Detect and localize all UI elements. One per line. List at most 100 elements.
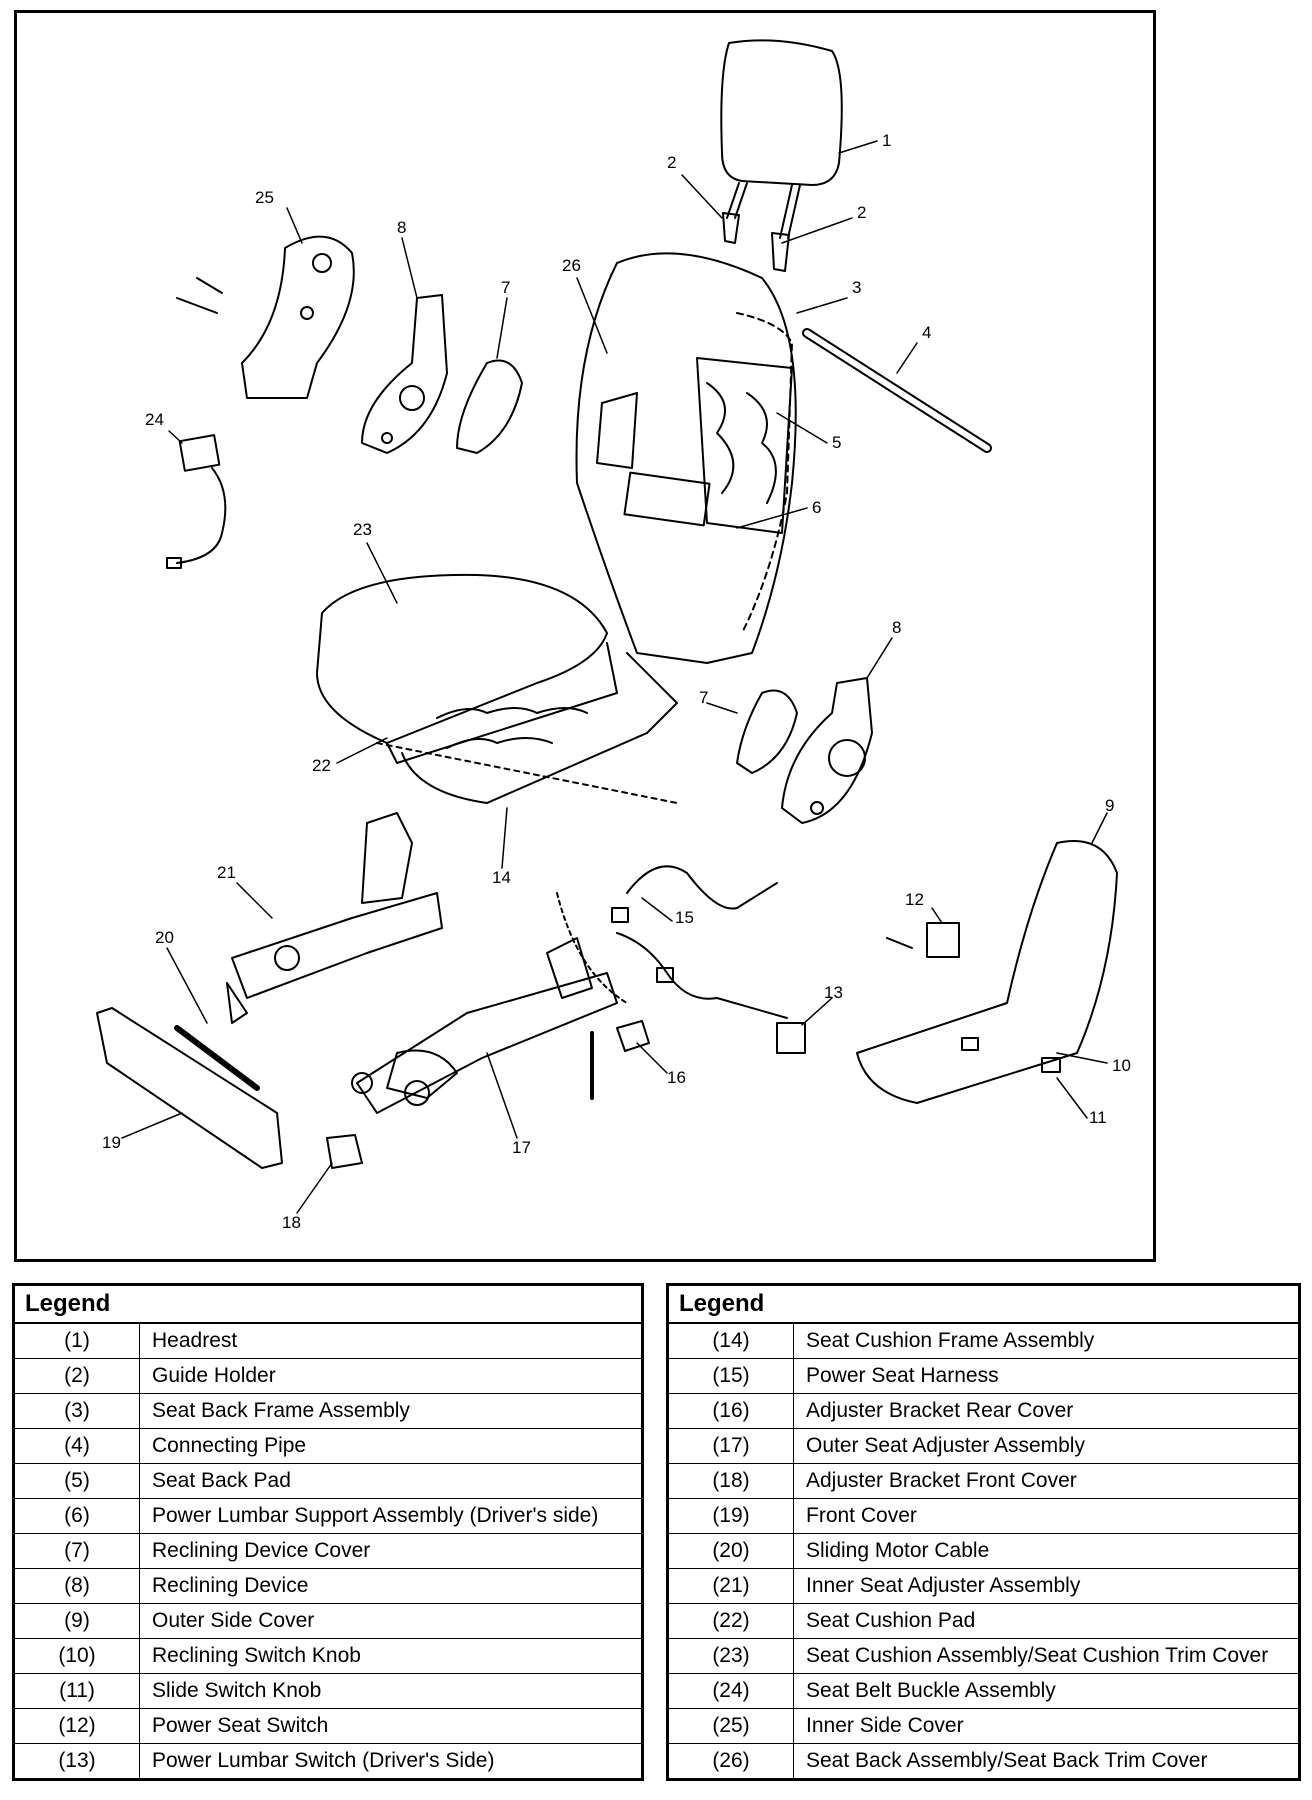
legend-row: (9)Outer Side Cover bbox=[15, 1602, 641, 1638]
legend-number: (8) bbox=[15, 1567, 140, 1603]
legend-label: Seat Back Frame Assembly bbox=[139, 1392, 641, 1428]
legend-label: Guide Holder bbox=[139, 1357, 641, 1393]
legend-title: Legend bbox=[669, 1286, 1298, 1324]
legend-row: (23)Seat Cushion Assembly/Seat Cushion T… bbox=[669, 1637, 1298, 1673]
legend-number: (26) bbox=[669, 1742, 794, 1778]
callout-label: 23 bbox=[353, 520, 372, 539]
legend-label: Seat Cushion Assembly/Seat Cushion Trim … bbox=[793, 1637, 1298, 1673]
outer-side-cover-part bbox=[856, 840, 1118, 1104]
callout-label: 12 bbox=[905, 890, 924, 909]
legend-number: (16) bbox=[669, 1392, 794, 1428]
legend-label: Inner Side Cover bbox=[793, 1707, 1298, 1743]
seat-back-part bbox=[575, 252, 992, 664]
legend-row: (25)Inner Side Cover bbox=[669, 1707, 1298, 1743]
callout-label: 15 bbox=[675, 908, 694, 927]
legend-number: (23) bbox=[669, 1637, 794, 1673]
legend-number: (25) bbox=[669, 1707, 794, 1743]
callout-label: 21 bbox=[217, 863, 236, 882]
legend-number: (2) bbox=[15, 1357, 140, 1393]
legend-row: (22)Seat Cushion Pad bbox=[669, 1602, 1298, 1638]
inner-side-cover-part bbox=[176, 235, 355, 399]
legend-number: (18) bbox=[669, 1462, 794, 1498]
legend-number: (17) bbox=[669, 1427, 794, 1463]
legend-table-right: Legend (14)Seat Cushion Frame Assembly (… bbox=[666, 1283, 1301, 1781]
legend-number: (5) bbox=[15, 1462, 140, 1498]
legend-label: Power Seat Switch bbox=[139, 1707, 641, 1743]
legend-row: (5)Seat Back Pad bbox=[15, 1462, 641, 1498]
callout-label: 16 bbox=[667, 1068, 686, 1087]
seat-belt-buckle-part bbox=[166, 434, 227, 569]
legend-table-left: Legend (1)Headrest (2)Guide Holder (3)Se… bbox=[12, 1283, 644, 1781]
rear-bracket-cover-part bbox=[616, 1020, 650, 1052]
legend-label: Outer Side Cover bbox=[139, 1602, 641, 1638]
callout-label: 14 bbox=[492, 868, 511, 887]
legend-label: Reclining Switch Knob bbox=[139, 1637, 641, 1673]
legend-label: Power Lumbar Switch (Driver's Side) bbox=[139, 1742, 641, 1778]
legend-number: (1) bbox=[15, 1322, 140, 1358]
legend-number: (24) bbox=[669, 1672, 794, 1708]
callout-label: 3 bbox=[852, 278, 861, 297]
callout-label: 5 bbox=[832, 433, 841, 452]
legend-label: Reclining Device bbox=[139, 1567, 641, 1603]
reclining-cover-upper-part bbox=[456, 359, 523, 454]
legend-label: Seat Back Pad bbox=[139, 1462, 641, 1498]
callout-label: 8 bbox=[892, 618, 901, 637]
callout-label: 1 bbox=[882, 131, 891, 150]
legend-label: Slide Switch Knob bbox=[139, 1672, 641, 1708]
power-seat-switch-part bbox=[886, 922, 960, 958]
callout-label: 26 bbox=[562, 256, 581, 275]
legend-number: (20) bbox=[669, 1532, 794, 1568]
callout-label: 22 bbox=[312, 756, 331, 775]
callout-label: 8 bbox=[397, 218, 406, 237]
legend-row: (4)Connecting Pipe bbox=[15, 1427, 641, 1463]
legend-number: (22) bbox=[669, 1602, 794, 1638]
legend-number: (12) bbox=[15, 1707, 140, 1743]
legend-number: (10) bbox=[15, 1637, 140, 1673]
front-bracket-cover-part bbox=[326, 1134, 363, 1169]
callout-label: 7 bbox=[699, 688, 708, 707]
power-lumbar-switch-part bbox=[776, 1022, 806, 1054]
seat-drawing: 1 2 2 3 4 5 6 7 8 25 24 26 23 22 14 21 2… bbox=[96, 39, 1131, 1232]
legend-row: (14)Seat Cushion Frame Assembly bbox=[669, 1322, 1298, 1358]
callout-label: 18 bbox=[282, 1213, 301, 1232]
legend-number: (15) bbox=[669, 1357, 794, 1393]
legend-label: Adjuster Bracket Rear Cover bbox=[793, 1392, 1298, 1428]
leader-lines bbox=[121, 140, 1108, 1214]
callout-labels: 1 2 2 3 4 5 6 7 8 25 24 26 23 22 14 21 2… bbox=[102, 131, 1131, 1232]
callout-label: 2 bbox=[857, 203, 866, 222]
power-seat-harness-part bbox=[556, 865, 788, 1019]
legend-number: (21) bbox=[669, 1567, 794, 1603]
legend-row: (15)Power Seat Harness bbox=[669, 1357, 1298, 1393]
legend-row: (19)Front Cover bbox=[669, 1497, 1298, 1533]
legend-row: (26)Seat Back Assembly/Seat Back Trim Co… bbox=[669, 1742, 1298, 1778]
reclining-device-lower-part bbox=[736, 677, 873, 824]
callout-label: 6 bbox=[812, 498, 821, 517]
legend-row: (10)Reclining Switch Knob bbox=[15, 1637, 641, 1673]
inner-adjuster-part bbox=[226, 812, 443, 1024]
callout-label: 17 bbox=[512, 1138, 531, 1157]
callout-label: 20 bbox=[155, 928, 174, 947]
legend-label: Outer Seat Adjuster Assembly bbox=[793, 1427, 1298, 1463]
legend-row: (12)Power Seat Switch bbox=[15, 1707, 641, 1743]
legend-label: Seat Cushion Pad bbox=[793, 1602, 1298, 1638]
legend-label: Inner Seat Adjuster Assembly bbox=[793, 1567, 1298, 1603]
legend-label: Front Cover bbox=[793, 1497, 1298, 1533]
legend-row: (24)Seat Belt Buckle Assembly bbox=[669, 1672, 1298, 1708]
legend-label: Connecting Pipe bbox=[139, 1427, 641, 1463]
seat-cushion-part bbox=[316, 573, 678, 804]
legend-number: (3) bbox=[15, 1392, 140, 1428]
callout-label: 13 bbox=[824, 983, 843, 1002]
callout-label: 7 bbox=[501, 278, 510, 297]
reclining-device-upper-part bbox=[361, 294, 448, 454]
legend-row: (2)Guide Holder bbox=[15, 1357, 641, 1393]
legend-number: (11) bbox=[15, 1672, 140, 1708]
legend-row: (7)Reclining Device Cover bbox=[15, 1532, 641, 1568]
callout-label: 4 bbox=[922, 323, 931, 342]
legend-number: (19) bbox=[669, 1497, 794, 1533]
headrest-part bbox=[720, 39, 843, 272]
legend-row: (21)Inner Seat Adjuster Assembly bbox=[669, 1567, 1298, 1603]
legend-number: (7) bbox=[15, 1532, 140, 1568]
legend-row: (13)Power Lumbar Switch (Driver's Side) bbox=[15, 1742, 641, 1778]
legend-row: (3)Seat Back Frame Assembly bbox=[15, 1392, 641, 1428]
callout-label: 25 bbox=[255, 188, 274, 207]
